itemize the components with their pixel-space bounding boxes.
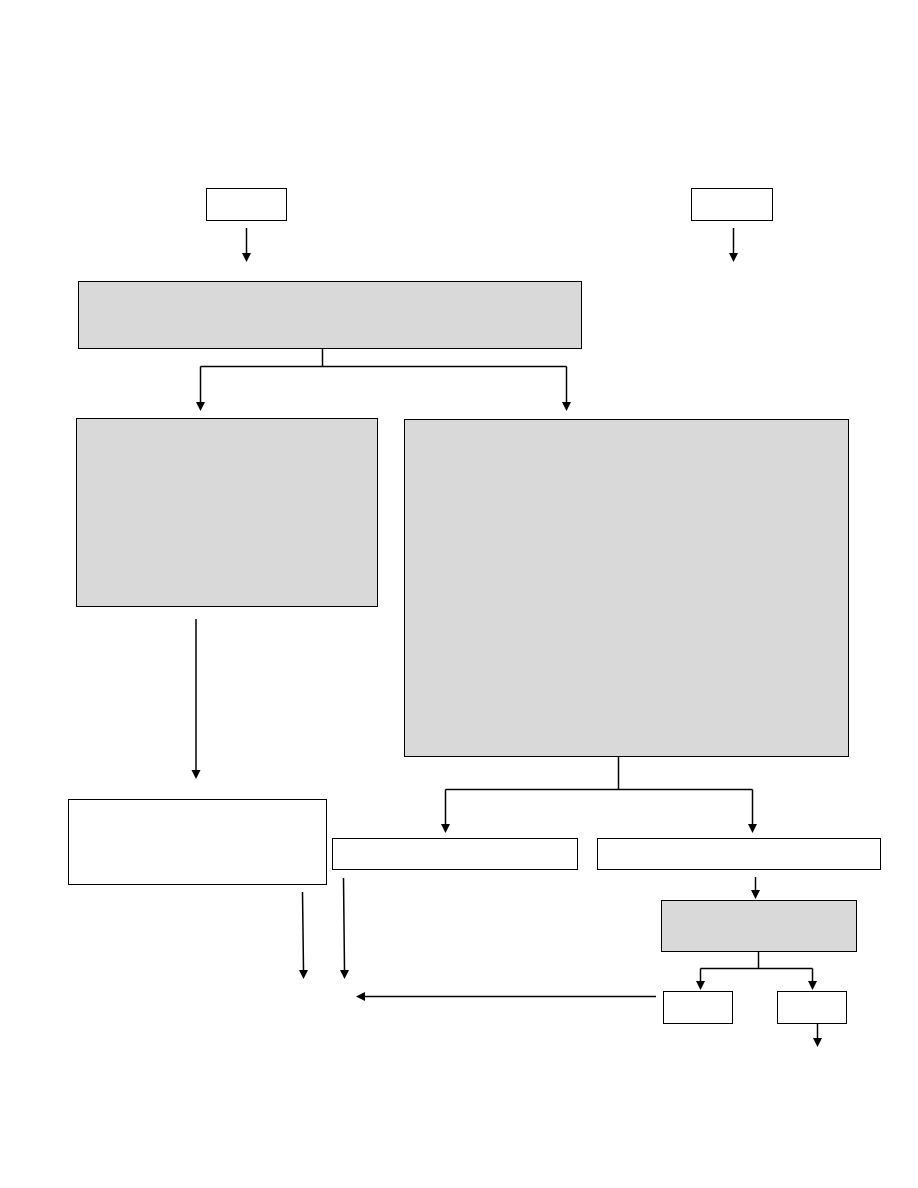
node-left-result — [68, 799, 327, 885]
node-left-process-box — [76, 418, 378, 607]
node-start-left-box — [206, 188, 287, 221]
node-left-process — [76, 418, 378, 607]
node-small-right-box — [777, 991, 847, 1024]
node-start-right — [691, 188, 773, 221]
node-small-left — [663, 991, 733, 1024]
arrow-start-left-to-top-process — [242, 228, 251, 262]
node-mid-left-result-box — [332, 838, 578, 870]
arrow-small-right-down — [813, 1024, 822, 1047]
arrow-top-process-to-right-process — [562, 366, 571, 411]
node-mid-right-result-box — [597, 838, 881, 870]
arrow-right-process-to-mid-right-result — [748, 789, 757, 833]
arrow-decision-to-small-left — [696, 968, 705, 990]
arrow-decision-to-small-right — [808, 968, 817, 990]
node-mid-right-result — [597, 838, 881, 870]
node-decision-process-box — [661, 900, 857, 952]
arrow-right-process-to-mid-left-result — [441, 789, 450, 833]
node-right-process-box — [404, 419, 849, 757]
node-right-process — [404, 419, 849, 757]
node-start-right-box — [691, 188, 773, 221]
node-small-right — [777, 991, 847, 1024]
arrow-start-right-down — [729, 228, 738, 262]
node-mid-left-result — [332, 838, 578, 870]
node-small-left-box — [663, 991, 733, 1024]
arrow-small-left-leftward — [356, 992, 656, 1001]
connector-top-process-split — [200, 349, 567, 368]
arrow-left-process-to-left-result — [191, 619, 201, 779]
connector-right-process-split — [445, 757, 753, 791]
arrow-mid-right-result-to-decision — [751, 877, 760, 899]
node-top-process — [78, 281, 582, 349]
node-left-result-box — [68, 799, 327, 885]
node-decision-process — [661, 900, 857, 952]
node-start-left — [206, 188, 287, 221]
arrow-left-result-down — [299, 891, 308, 979]
arrow-mid-left-result-down — [340, 877, 349, 979]
connector-decision-split — [700, 952, 813, 970]
arrow-top-process-to-left-process — [196, 366, 205, 411]
node-top-process-box — [78, 281, 582, 349]
